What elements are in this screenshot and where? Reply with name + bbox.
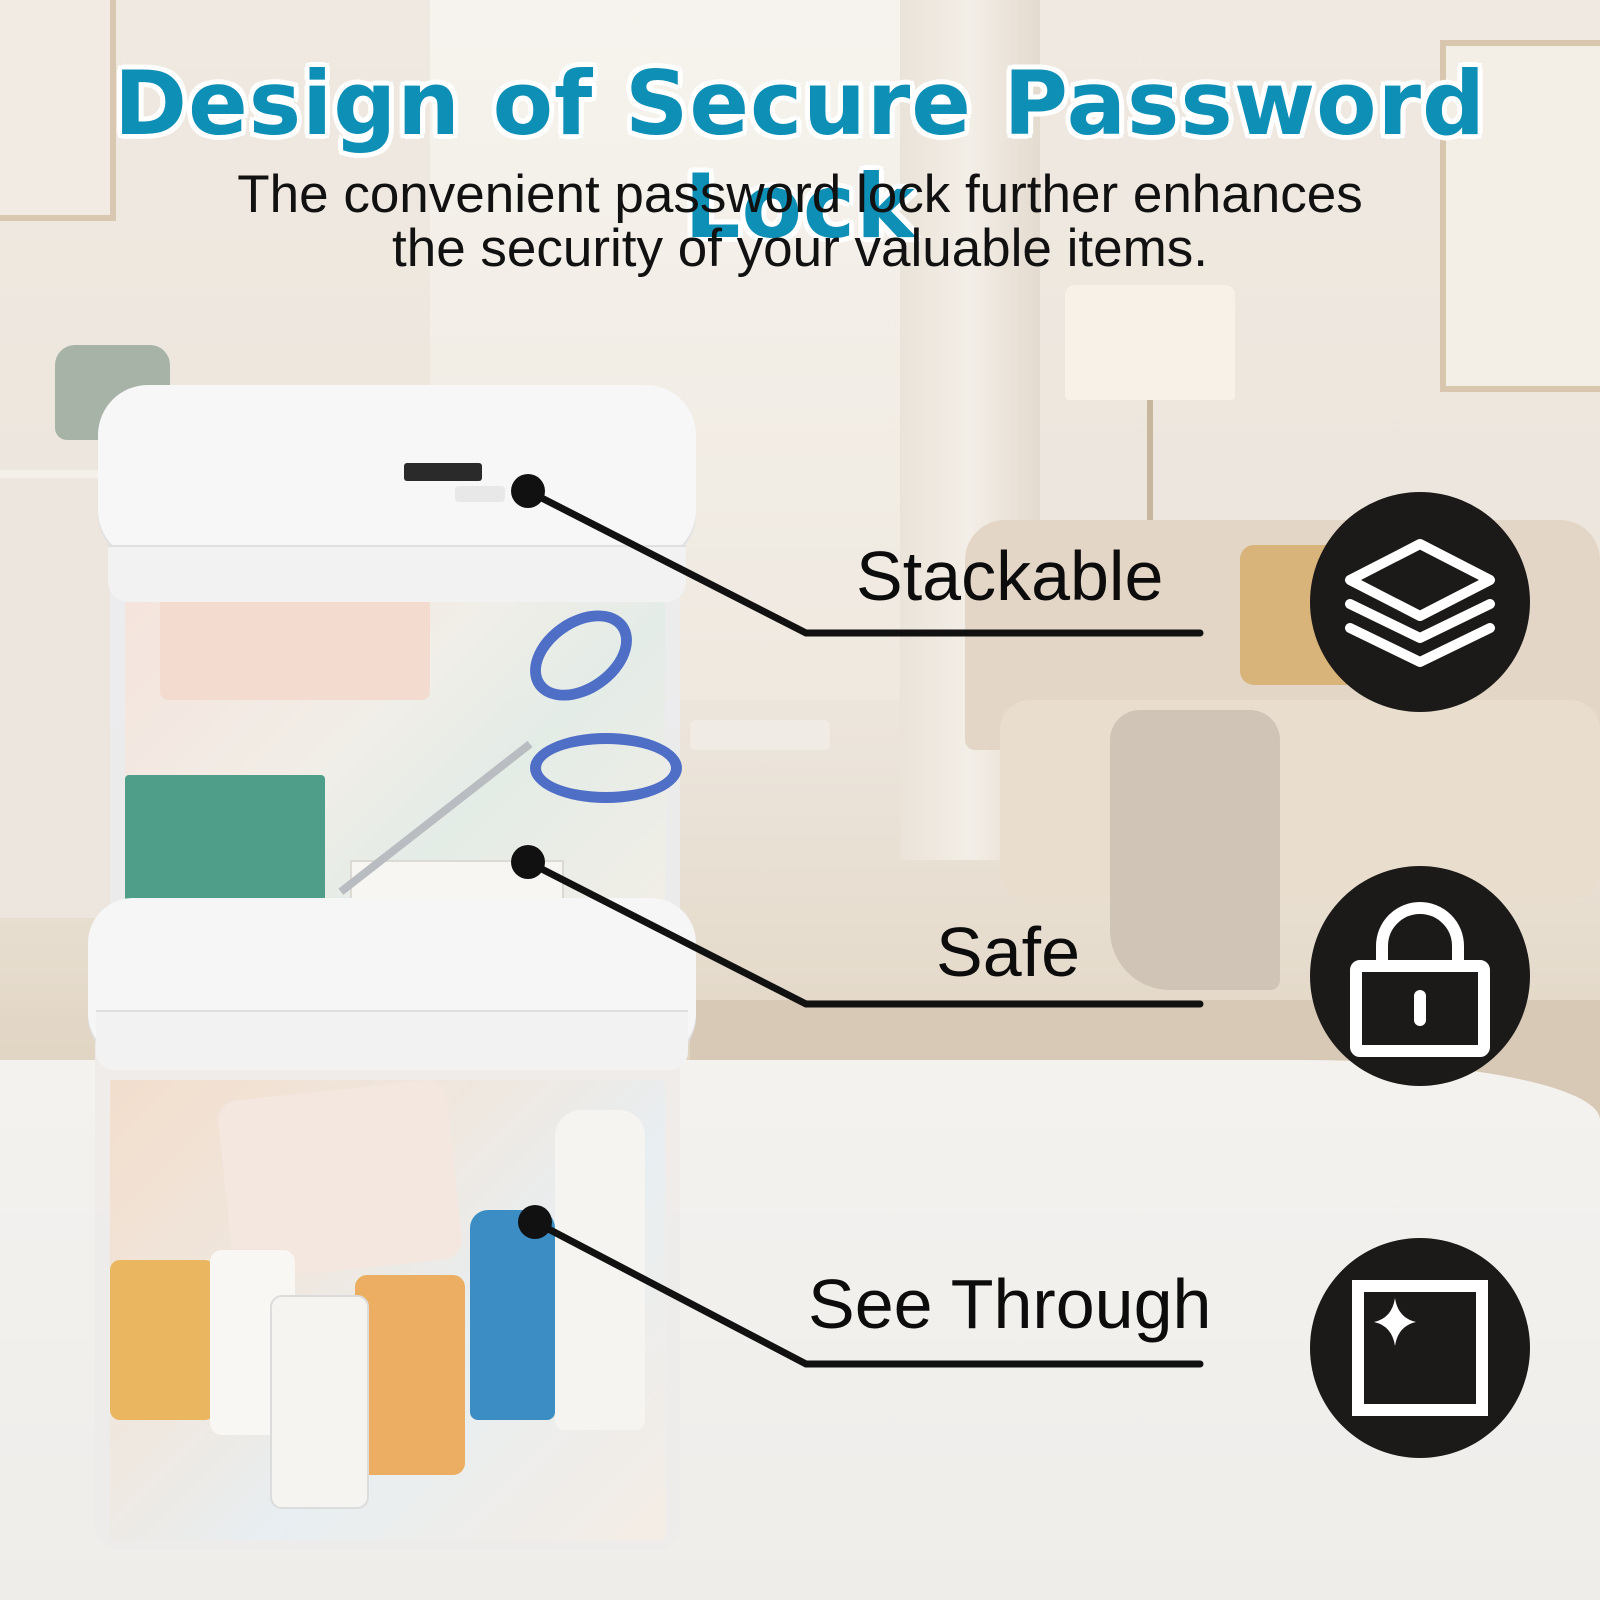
kitchen-cabinet xyxy=(0,470,110,918)
lamp-shade xyxy=(1065,285,1235,400)
yellow-jar xyxy=(110,1260,215,1420)
white-bottle-2 xyxy=(270,1295,369,1509)
subtitle-line-2: the security of your valuable items. xyxy=(392,219,1208,278)
side-table xyxy=(690,720,830,750)
callout-see-through xyxy=(518,1205,1204,1368)
feature-label-safe: Safe xyxy=(936,913,1080,991)
upper-box-rim xyxy=(108,545,686,602)
feature-label-see-through: See Through xyxy=(808,1265,1212,1343)
upper-box-lid xyxy=(98,385,696,560)
orange-jar xyxy=(355,1275,465,1475)
page-title: Design of Secure Password Lock xyxy=(114,52,1486,258)
callout-safe xyxy=(511,845,1204,1008)
feature-label-stackable: Stackable xyxy=(856,537,1164,615)
bandage-pack xyxy=(160,590,430,700)
see-through-window-icon xyxy=(1310,1238,1530,1458)
layers-icon xyxy=(1310,492,1530,712)
lock-latch xyxy=(455,486,505,502)
subtitle-line-1: The convenient password lock further enh… xyxy=(237,165,1363,224)
sofa-throw xyxy=(1110,710,1280,990)
callout-stackable xyxy=(511,474,1204,637)
subtitle: The convenient password lock further enh… xyxy=(150,168,1450,276)
lock-icon xyxy=(1310,866,1530,1086)
wall-frame-right xyxy=(1440,40,1600,392)
lower-box-rim xyxy=(96,1010,688,1070)
scissors-handle-bottom xyxy=(530,733,682,803)
combination-dial xyxy=(404,463,482,481)
wall-frame-left xyxy=(0,0,116,221)
sofa-seat xyxy=(1000,700,1600,900)
blue-bottle xyxy=(470,1210,555,1420)
lamp-pole xyxy=(1147,400,1153,630)
